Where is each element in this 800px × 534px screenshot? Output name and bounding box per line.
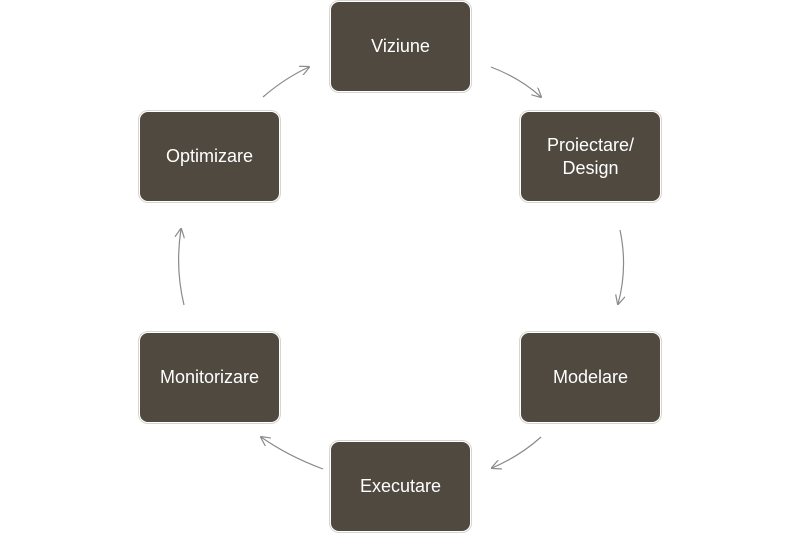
node-viziune: Viziune	[330, 1, 471, 92]
arrow-modelare-to-executare	[492, 436, 542, 468]
arrow-monitorizare-to-optimizare	[179, 229, 184, 306]
node-proiectare-design: Proiectare/ Design	[520, 111, 661, 202]
node-executare: Executare	[330, 441, 471, 532]
node-modelare: Modelare	[520, 332, 661, 423]
arrow-viziune-to-proiectare	[490, 66, 541, 97]
node-optimizare: Optimizare	[139, 111, 280, 202]
node-monitorizare: Monitorizare	[139, 332, 280, 423]
arrow-proiectare-to-modelare	[618, 229, 624, 304]
arrow-executare-to-monitorizare	[261, 437, 324, 470]
arrow-optimizare-to-viziune	[262, 67, 309, 98]
